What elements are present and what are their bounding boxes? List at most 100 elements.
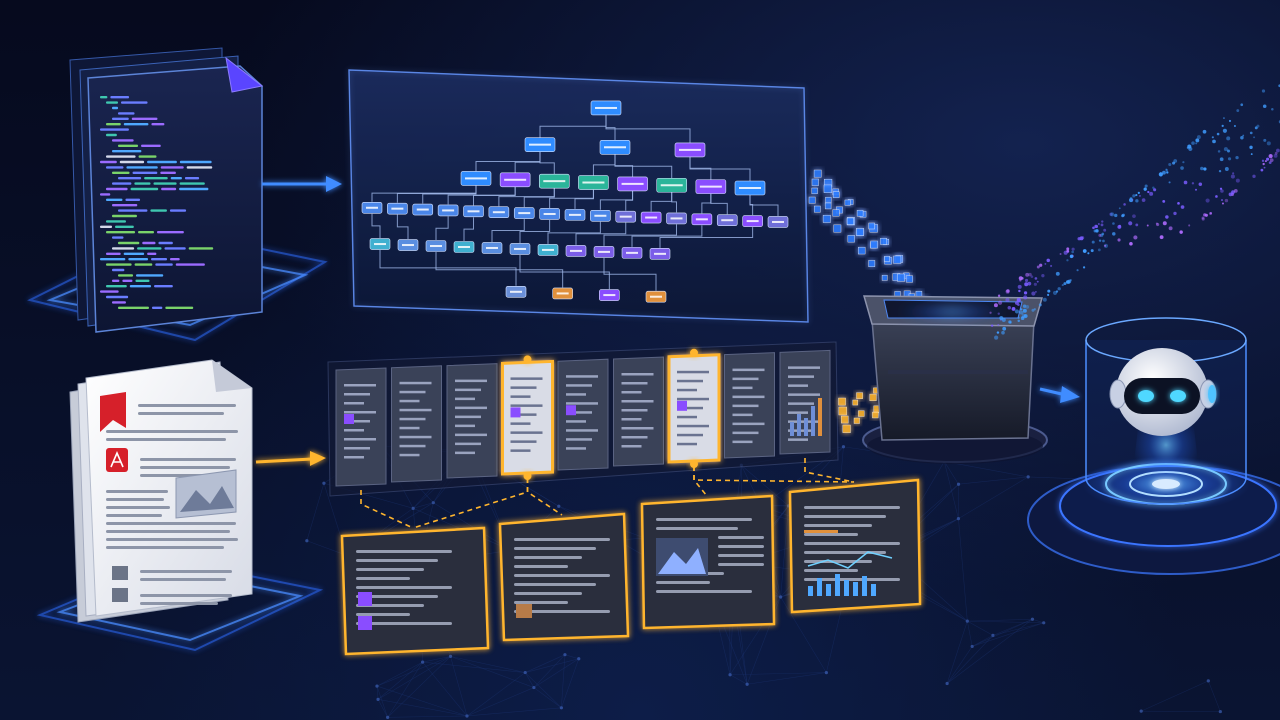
stream-particle [1162,170,1166,175]
stream-particle [1191,182,1195,185]
stream-particle [1168,162,1172,167]
code-line [138,231,154,234]
stream-particle [1087,252,1090,255]
code-line [106,123,121,126]
stream-particle [1168,226,1173,231]
stream-particle [1033,282,1037,286]
stream-particle [1156,222,1160,227]
stream-particle [1268,161,1272,164]
tree-edge [539,150,555,176]
stream-particle [1017,319,1020,323]
tree-node [524,137,556,152]
stream-particle [1061,284,1064,287]
tree-edge [605,113,691,144]
stream-particle [1196,135,1201,140]
tree-node [564,209,586,221]
stream-particle [1233,125,1236,127]
data-cube [838,406,847,416]
page-thumbnail [667,348,721,468]
mesh-node [448,654,453,658]
stream-particle [1269,154,1272,158]
code-line [142,241,156,245]
card-bar [871,584,876,596]
stream-particle [1100,223,1104,227]
stream-particle [1022,304,1027,308]
code-line [151,306,163,309]
code-line [136,274,164,277]
stream-particle [1118,207,1121,210]
tree-edge [435,252,564,288]
code-line [118,241,140,245]
data-cube [825,196,832,204]
page-bar [804,418,808,436]
data-cube [838,397,846,406]
stream-particle [1014,301,1019,305]
stream-particle [1098,233,1102,237]
stream-particle [1059,253,1062,256]
data-cube [811,187,818,194]
stream-particle [1091,240,1095,244]
code-to-tree-arrow [262,176,342,192]
code-line [165,306,194,309]
mesh-node [465,714,469,718]
stream-particle [1022,308,1027,313]
stream-particle [997,323,1000,326]
stream-particle [1069,254,1074,259]
mesh-node [970,644,974,649]
card-bar [844,580,849,596]
code-line [112,301,126,304]
stream-particle [1273,153,1278,158]
stream-particle [1179,230,1183,234]
stream-particle [996,331,1000,334]
data-cube [893,255,902,264]
stream-particle [1121,214,1125,218]
stream-particle [998,300,1003,305]
mesh-node [841,445,846,449]
stream-particle [1101,220,1104,223]
code-line [153,182,177,185]
mesh-node [728,673,732,677]
page-bar [790,422,794,436]
data-cube [842,424,851,433]
data-cube [844,199,851,206]
stream-particle [1129,196,1133,200]
tree-node [656,177,688,193]
pdf-text-line [106,490,168,493]
stream-particle [1082,249,1087,253]
mesh-node [991,633,995,637]
page-thumbnail [446,363,498,479]
stream-particle [1168,181,1171,184]
mesh-node [421,660,425,664]
tree-node [742,215,763,227]
stream-particle [1112,222,1115,225]
code-line [132,171,158,174]
stream-particle [1055,290,1059,293]
stream-particle [990,324,994,327]
code-line [147,160,177,164]
stream-particle [1165,215,1169,219]
tree-edge [547,221,601,244]
stream-particle [1079,236,1084,241]
extracted-card [640,494,776,630]
code-line [118,306,149,309]
code-line [175,263,205,266]
code-line [112,214,137,218]
code-line [110,96,130,99]
code-line [160,171,176,174]
embedding-stream [989,84,1280,340]
code-line [186,166,213,169]
stream-particle [1038,303,1042,307]
stream-particle [1254,126,1258,130]
pdf-text-line [106,530,230,533]
data-cube [813,169,822,178]
stream-particle [1071,247,1075,251]
card-bar [808,586,813,596]
pdf-text-line [106,514,162,517]
tree-edge [625,189,634,211]
stream-particle [1271,108,1274,111]
stream-particle [1011,307,1016,311]
tree-edge [371,213,381,239]
stream-particle [1047,289,1051,293]
stream-particle [1027,281,1032,286]
data-cube [856,392,863,399]
